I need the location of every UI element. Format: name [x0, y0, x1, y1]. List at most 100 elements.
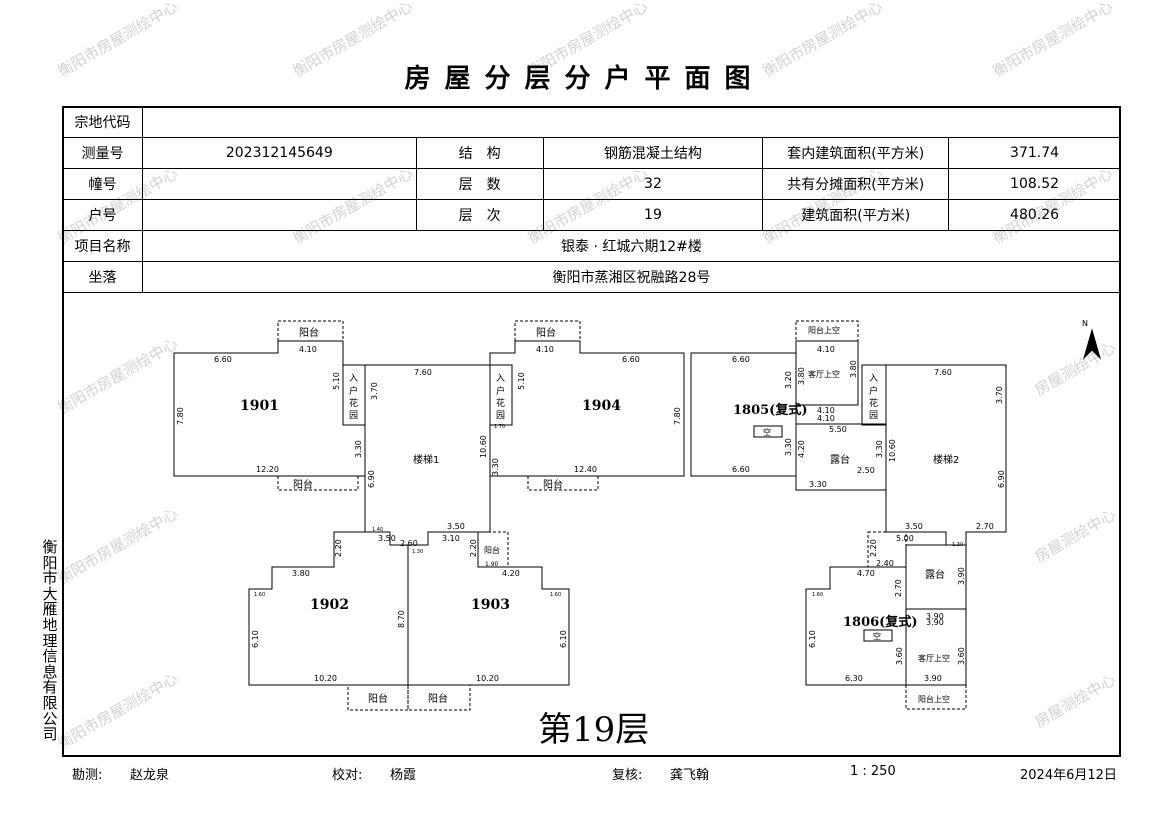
dim: 12.20 — [256, 465, 279, 474]
structure-label: 结 构 — [415, 137, 544, 169]
dim: 6.60 — [732, 465, 750, 474]
unit-label-1901: 1901 — [240, 398, 279, 414]
balcony-upper-label: 阳台上空 — [808, 325, 840, 335]
land-code-value — [141, 106, 1122, 138]
dim: 3.90 — [926, 612, 944, 621]
build-area-label: 建筑面积(平方米) — [762, 199, 950, 231]
entry-label: 花 — [349, 397, 358, 409]
footer: 勘测: 赵龙泉 校对: 杨霞 复核: 龚飞翰 1 : 250 2024年6月12… — [0, 764, 1169, 784]
build-area-value: 480.26 — [948, 199, 1121, 231]
dim: 3.30 — [491, 458, 500, 476]
info-table: 宗地代码 测量号 202312145649 结 构 钢筋混凝土结构 套内建筑面积… — [62, 106, 1122, 293]
void-label: 空 — [873, 631, 881, 641]
dim: 2.50 — [857, 466, 875, 475]
unit-label-1902: 1902 — [310, 597, 349, 613]
location-label: 坐落 — [62, 261, 143, 293]
balcony-upper-1805 — [795, 320, 859, 342]
checker-name: 杨霞 — [390, 768, 417, 783]
company-name: 衡阳市大雁地理信息有限公司 — [42, 538, 58, 744]
void-box-1805 — [753, 425, 783, 438]
structure-value: 钢筋混凝土结构 — [542, 137, 764, 169]
dim: 1.60 — [812, 592, 823, 598]
dim: 3.80 — [797, 367, 806, 385]
terrace-label: 露台 — [830, 453, 850, 466]
floors-value: 32 — [542, 168, 764, 200]
terrace-1806-top — [867, 531, 907, 568]
balcony-1903 — [477, 531, 509, 568]
balcony-label: 阳台 — [428, 692, 448, 705]
dim: 6.10 — [251, 630, 260, 648]
dim: 3.30 — [354, 440, 363, 458]
dim: 3.70 — [995, 386, 1004, 404]
unit-no-label: 户号 — [62, 199, 143, 231]
dim: 5.00 — [896, 534, 914, 543]
entry-label: 园 — [349, 410, 358, 421]
dim: 2.60 — [400, 539, 418, 548]
dim: 3.80 — [849, 360, 858, 378]
entry-label: 户 — [496, 385, 505, 397]
dim: 3.30 — [875, 440, 884, 458]
dim: 2.70 — [894, 579, 903, 597]
checker-label: 校对: — [332, 768, 363, 783]
dim: 7.80 — [673, 407, 682, 425]
balcony-1903-bottom — [407, 684, 471, 711]
balcony-label: 阳台 — [293, 478, 313, 491]
void-label: 空 — [763, 427, 771, 437]
dim: 3.90 — [957, 567, 966, 585]
dim: 7.80 — [176, 407, 185, 425]
land-code-label: 宗地代码 — [62, 106, 143, 138]
balcony-label: 阳台 — [543, 478, 563, 491]
dim: 7.60 — [414, 368, 432, 377]
entry-label: 花 — [496, 397, 505, 409]
balcony-label: 阳台 — [368, 692, 388, 705]
date: 2024年6月12日 — [1020, 768, 1117, 783]
dim: 6.60 — [732, 355, 750, 364]
balcony-label: 阳台 — [299, 326, 319, 339]
dim: 6.30 — [845, 674, 863, 683]
scale: 1 : 250 — [850, 764, 896, 779]
balcony-1901-top — [277, 320, 344, 342]
balcony-upper-1806 — [905, 684, 967, 710]
dim: 2.20 — [334, 539, 343, 557]
dim: 8.70 — [397, 610, 406, 628]
entry-label: 花 — [869, 397, 878, 409]
balcony-1904-top — [514, 320, 581, 342]
unit-label-1805: 1805(复式) — [733, 402, 807, 418]
dim: 5.50 — [829, 425, 847, 434]
dim: 7.60 — [934, 368, 952, 377]
survey-no-label: 测量号 — [62, 137, 143, 169]
living-upper-label: 客厅上空 — [808, 369, 840, 379]
dim: 1.30 — [412, 549, 423, 555]
dim: 3.20 — [784, 371, 793, 389]
dim: 10.20 — [476, 674, 499, 683]
entry-label: 入 — [496, 373, 505, 384]
entry-label: 入 — [869, 373, 878, 384]
unit-label-1903: 1903 — [471, 597, 510, 613]
entry-garden-right — [489, 364, 513, 426]
dim: 3.80 — [292, 569, 310, 578]
reviewer-label: 复核: — [612, 768, 643, 783]
dim: 1.70 — [494, 424, 505, 430]
shared-area-value: 108.52 — [948, 168, 1121, 200]
void-box-1806 — [863, 629, 893, 642]
dim: 4.20 — [502, 569, 520, 578]
dim: 2.20 — [869, 539, 878, 557]
living-upper-label: 客厅上空 — [918, 653, 950, 663]
dim: 6.90 — [367, 470, 376, 488]
terrace-label: 露台 — [925, 568, 945, 581]
balcony-label: 阳台 — [536, 326, 556, 339]
dim: 5.10 — [332, 372, 341, 390]
balcony-1901-bottom — [277, 475, 359, 491]
dim: 4.10 — [817, 414, 835, 423]
dim: 3.70 — [370, 382, 379, 400]
entry-label: 入 — [349, 373, 358, 384]
dim: 3.60 — [895, 647, 904, 665]
dim: 6.10 — [559, 630, 568, 648]
dim: 3.50 — [447, 522, 465, 531]
entry-label: 园 — [869, 410, 878, 421]
entry-label: 户 — [349, 385, 358, 397]
surveyor-label: 勘测: — [72, 768, 103, 783]
dim: 10.60 — [479, 435, 488, 458]
balcony-label: 阳台 — [484, 545, 500, 555]
unit-label-1806: 1806(复式) — [843, 614, 917, 630]
